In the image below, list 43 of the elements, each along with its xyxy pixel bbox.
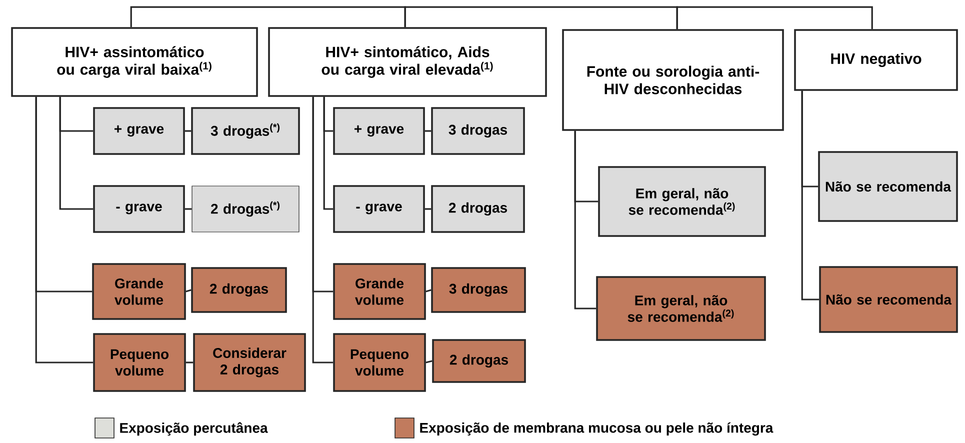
connector-line [130,6,406,28]
recommendation-box: 2 drogas [432,339,526,383]
recommendation-box: Não se recomenda [819,266,958,333]
connector-line [424,130,432,132]
header-box: HIV+ sintomático, Aids ou carga viral elevada$^{(1)}$ [268,27,547,97]
recommendation-box: Pequeno volume [93,333,186,392]
recommendation-box: + grave [93,107,185,155]
connector-line [426,289,432,292]
header-box: Fonte ou sorologia anti-HIV desconhecidas [562,29,784,131]
connector-line [404,6,678,30]
recommendation-box: Pequeno volume [333,333,426,392]
recommendation-box: 3 drogas [431,267,526,313]
connector-line [186,362,194,364]
recommendation-box: Grande volume [92,263,186,320]
recommendation-box: 3 drogas [431,107,525,155]
recommendation-box: Grande volume [333,263,426,320]
recommendation-box: Em geral, não se recomenda$^{(2)}$ [598,166,766,237]
header-box: HIV+ assintomático ou carga viral baixa$^{(1)}$ [11,27,258,97]
connector-line [59,96,94,210]
recommendation-box: - grave [93,185,185,233]
connector-line [35,96,94,364]
recommendation-box: 2 drogas$^{(*)}$ [192,186,300,232]
recommendation-box: 2 drogas [191,267,287,313]
recommendation-box: Não se recomenda [818,151,958,222]
connector-line [424,208,432,210]
recommendation-box: + grave [333,107,425,155]
recommendation-box: 2 drogas [431,185,525,233]
recommendation-box: 3 drogas$^{(*)}$ [191,107,300,155]
connector-line [312,96,334,364]
legend-text: Exposição percutânea [120,422,268,436]
connector-line [426,360,432,364]
recommendation-box: - grave [333,185,425,233]
connector-line [184,130,192,132]
recommendation-box: Em geral, não se recomenda$^{(2)}$ [596,276,766,341]
connector-line [184,208,192,210]
connector-line [186,289,192,292]
legend-text: Exposição de membrana mucosa ou pele não íntegra [420,422,774,436]
header-box: HIV negativo [794,29,958,91]
connector-line [574,130,596,310]
connector-line [676,6,873,30]
connector-line [801,90,820,300]
connector-line [323,96,334,210]
recommendation-box: Considerar 2 drogas [193,333,306,392]
